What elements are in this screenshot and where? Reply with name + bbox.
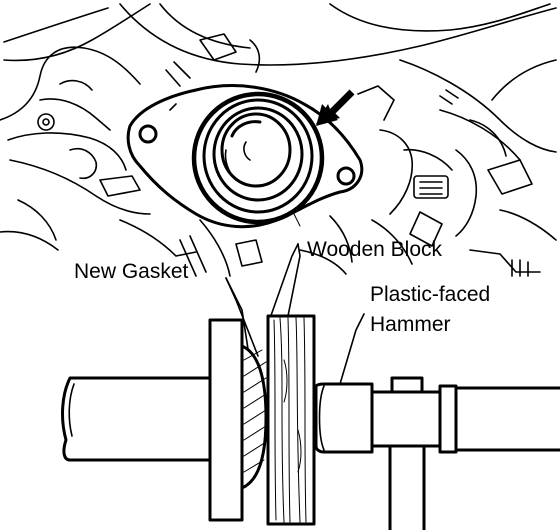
- hammer-face: [313, 382, 374, 454]
- bolt-hole-right: [336, 166, 356, 186]
- label-new-gasket: New Gasket: [74, 260, 189, 283]
- wooden-block: [266, 314, 316, 526]
- gasket-section: [240, 344, 268, 490]
- label-plastic-faced: Plastic-faced: [370, 283, 490, 306]
- label-hammer: Hammer: [370, 313, 451, 336]
- bolt-hole-left: [138, 124, 158, 144]
- leader-wooden-block-b: [287, 243, 301, 317]
- flange-section: [208, 318, 244, 522]
- thermostat-flange: [126, 84, 364, 229]
- leader-lines: [225, 243, 365, 385]
- black-arrow-icon: [316, 89, 356, 126]
- engine-background-linework: [0, 3, 557, 277]
- leader-wooden-block-a: [267, 243, 299, 325]
- pipe: [61, 376, 212, 462]
- outlet-opening: [191, 91, 325, 225]
- hammer-handle: [388, 444, 426, 530]
- hammer-body: [370, 376, 560, 454]
- label-wooden-block: Wooden Block: [307, 238, 443, 261]
- leader-hammer: [339, 313, 365, 385]
- leader-new-gasket-b: [225, 277, 259, 357]
